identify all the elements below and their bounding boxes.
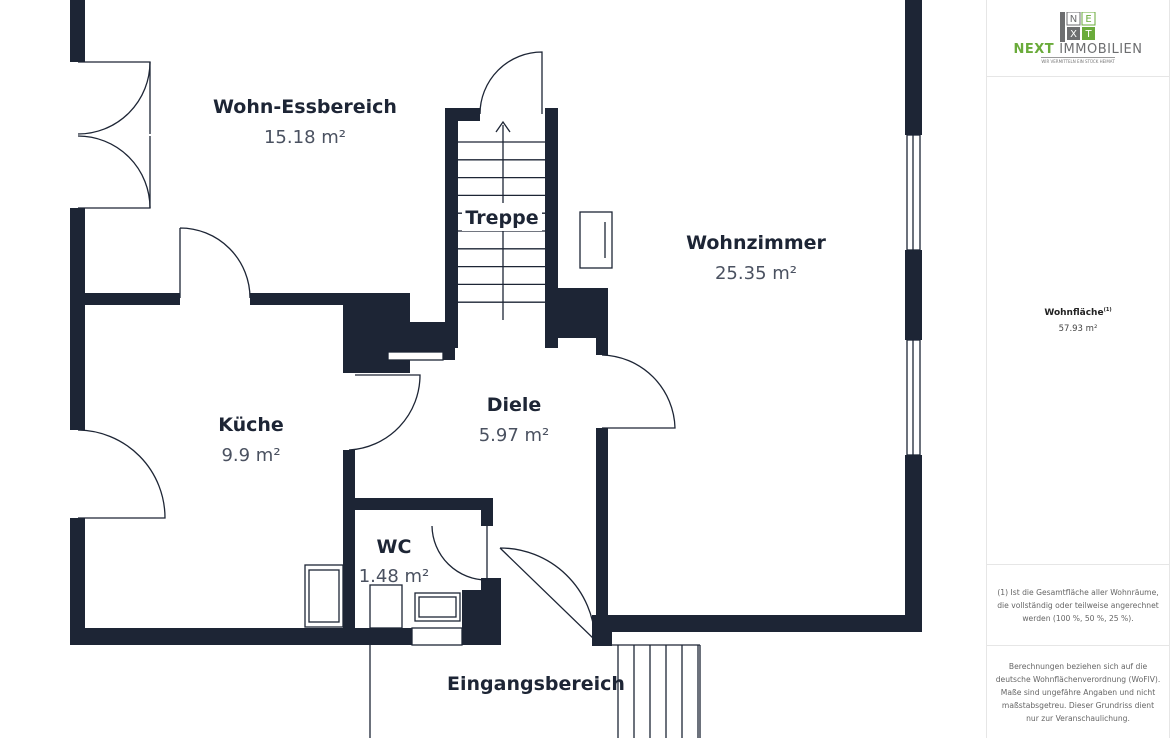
- room-area: 5.97 m²: [479, 425, 550, 446]
- room-labels: Wohn-Essbereich 15.18 m² Treppe Wohnzimm…: [213, 96, 826, 695]
- room-name: Treppe: [465, 207, 538, 229]
- svg-text:N: N: [1070, 14, 1077, 25]
- room-area: 15.18 m²: [264, 127, 346, 148]
- room-name: Wohn-Essbereich: [213, 96, 397, 118]
- walls: [70, 0, 922, 646]
- room-name: Küche: [218, 414, 284, 436]
- doors-windows: [77, 51, 921, 738]
- svg-text:T: T: [1084, 29, 1092, 40]
- summary-label: Wohnfläche: [1044, 308, 1104, 318]
- room-area: 1.48 m²: [359, 566, 430, 587]
- svg-text:X: X: [1070, 29, 1077, 40]
- disclaimer: Berechnungen beziehen sich auf die deuts…: [995, 661, 1161, 723]
- info-panel: N E X T NEXT IMMOBILIEN WIR VERMITTELN E…: [986, 0, 1170, 738]
- room-name: Diele: [487, 394, 542, 416]
- footnote: (1) Ist die Gesamtfläche aller Wohnräume…: [997, 587, 1159, 623]
- summary-value: 57.93 m²: [1058, 324, 1098, 334]
- floor-plan: Wohn-Essbereich 15.18 m² Treppe Wohnzimm…: [70, 0, 922, 738]
- logo-brand-green: NEXT: [1013, 42, 1055, 57]
- room-area: 9.9 m²: [221, 445, 280, 466]
- logo-mark: N E X T: [1060, 12, 1096, 42]
- logo: N E X T NEXT IMMOBILIEN WIR VERMITTELN E…: [987, 0, 1169, 77]
- room-name: WC: [377, 536, 412, 558]
- area-summary: Wohnfläche(1) 57.93 m²: [987, 77, 1169, 565]
- logo-brand-grey: IMMOBILIEN: [1059, 42, 1143, 57]
- room-name: Wohnzimmer: [686, 232, 826, 254]
- room-name: Eingangsbereich: [447, 673, 625, 695]
- room-area: 25.35 m²: [715, 263, 797, 284]
- logo-tagline: WIR VERMITTELN EIN STÜCK HEIMAT: [1041, 57, 1115, 64]
- svg-text:E: E: [1085, 14, 1091, 25]
